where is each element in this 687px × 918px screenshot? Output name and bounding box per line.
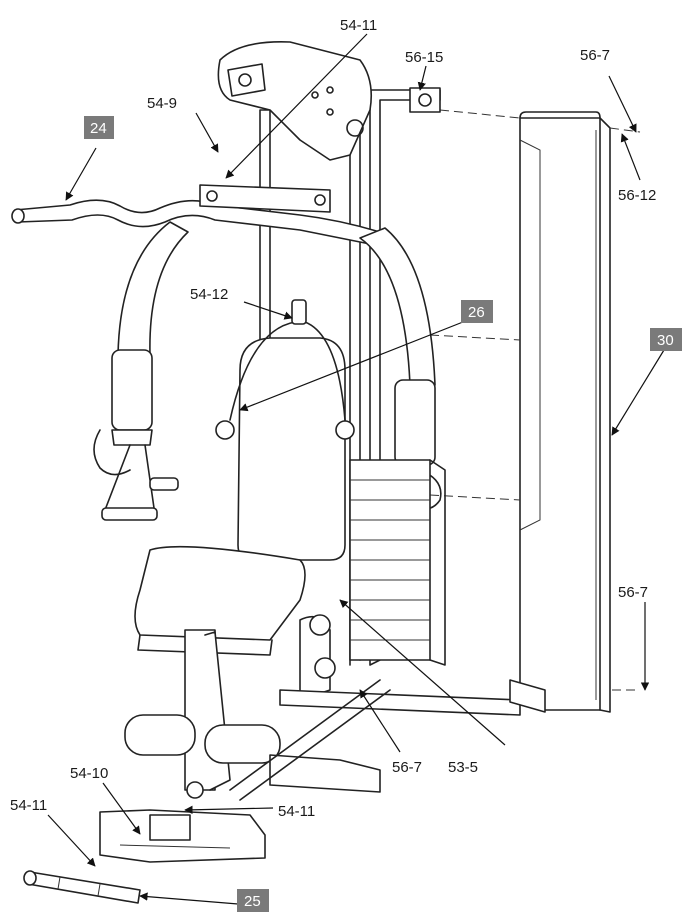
label-54-9: 54-9 bbox=[147, 95, 177, 112]
label-56-12: 56-12 bbox=[618, 187, 656, 204]
box-label-26-bg bbox=[461, 300, 493, 323]
top-pulley-plate bbox=[217, 41, 373, 161]
leader-lines bbox=[47, 33, 665, 905]
box-label-25-text: 25 bbox=[244, 893, 261, 910]
box-label-24-text: 24 bbox=[90, 120, 107, 137]
label-54-12: 54-12 bbox=[190, 286, 228, 303]
box-label-24-bg bbox=[84, 116, 114, 139]
label-53-5: 53-5 bbox=[448, 759, 478, 776]
label-56-7-top: 56-7 bbox=[580, 47, 610, 64]
label-56-7-right: 56-7 bbox=[618, 584, 648, 601]
boxed-labels: 24 26 30 25 bbox=[84, 116, 682, 912]
label-56-15: 56-15 bbox=[405, 49, 443, 66]
label-54-11-bottom: 54-11 bbox=[278, 803, 315, 820]
weight-stack bbox=[349, 459, 446, 666]
box-label-30-text: 30 bbox=[657, 332, 674, 349]
back-pad bbox=[237, 337, 346, 561]
shroud-panel bbox=[429, 109, 641, 713]
box-label-26-text: 26 bbox=[468, 304, 485, 321]
label-54-10: 54-10 bbox=[70, 765, 108, 782]
box-label-30-bg bbox=[650, 328, 682, 351]
label-56-7-bottom: 56-7 bbox=[392, 759, 422, 776]
label-54-11-top: 54-11 bbox=[340, 17, 377, 34]
box-label-26: 26 bbox=[461, 300, 493, 323]
box-label-25: 25 bbox=[237, 889, 269, 912]
box-label-30: 30 bbox=[650, 328, 682, 351]
loose-handle-bar bbox=[23, 870, 141, 904]
left-press-arm bbox=[93, 221, 189, 521]
part-labels: 54-11 56-15 56-7 54-9 56-12 54-12 56-7 5… bbox=[10, 17, 656, 820]
seat-post bbox=[124, 614, 336, 799]
base-frame bbox=[229, 679, 546, 801]
box-label-25-bg bbox=[237, 889, 269, 912]
box-label-24: 24 bbox=[84, 116, 114, 139]
triceps-rope bbox=[215, 299, 355, 440]
preacher-pad bbox=[134, 545, 306, 656]
label-54-11-left: 54-11 bbox=[10, 797, 47, 814]
home-gym-drawing bbox=[11, 41, 641, 904]
cross-beam bbox=[199, 184, 331, 213]
front-foot bbox=[99, 809, 266, 863]
